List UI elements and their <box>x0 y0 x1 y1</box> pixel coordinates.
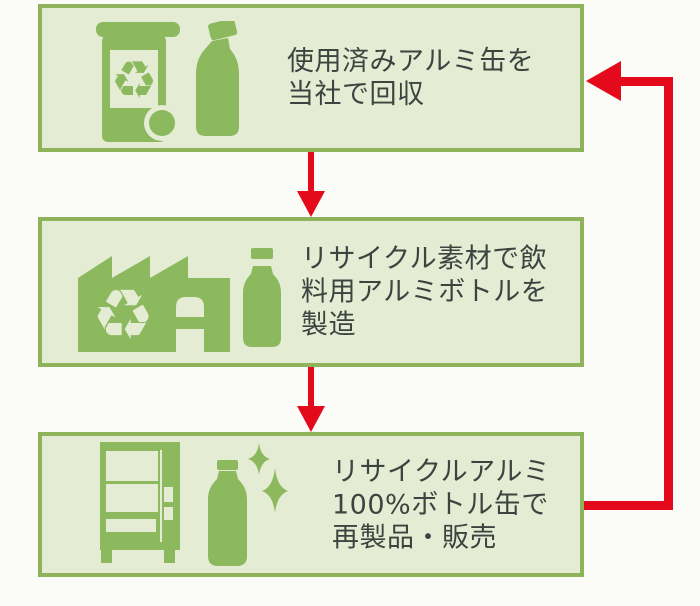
vending-machine-icon <box>100 442 180 563</box>
step-label-line: リサイクル素材で飲 <box>301 243 548 275</box>
aluminum-bottle-icon <box>243 248 281 347</box>
down-arrow-head <box>297 191 325 217</box>
recycle-symbol-glyph: ♻ <box>111 51 158 111</box>
factory-recycle-icon: ♻ <box>78 256 230 352</box>
step-label-line: 使用済みアルミ缶を <box>287 46 535 77</box>
step-box-resell: リサイクルアルミ 100%ボトル缶で 再製品・販売 <box>38 432 584 577</box>
loop-arrow-top-segment <box>618 77 673 86</box>
step-label-manufacture: リサイクル素材で飲 料用アルミボトルを 製造 <box>301 243 548 342</box>
step-label-line: 再製品・販売 <box>332 522 497 553</box>
sparkle-icon <box>248 443 270 475</box>
step-label-line: 製造 <box>301 309 356 341</box>
step-box-collect: ♻ 使用済みアルミ缶を 当社で回収 <box>38 4 584 152</box>
loop-arrow-head <box>586 61 621 101</box>
recycle-symbol-glyph: ♻ <box>92 274 155 352</box>
step-label-line: 当社で回収 <box>287 79 425 110</box>
down-arrow-shaft <box>308 367 314 408</box>
step-box-manufacture: ♻ リサイクル素材で飲 料用アルミボトルを 製造 <box>38 217 584 367</box>
aluminum-bottle-icon <box>196 21 239 136</box>
down-arrow-head <box>297 406 325 432</box>
step-label-collect: 使用済みアルミ缶を 当社で回収 <box>287 45 534 111</box>
loop-arrow-bottom-segment <box>584 501 673 510</box>
loop-arrow-vertical-segment <box>664 77 673 510</box>
sparkle-icon <box>262 468 288 513</box>
step-label-line: リサイクルアルミ <box>332 456 551 487</box>
sparkling-bottle-icon <box>208 443 288 566</box>
recycling-bin-icon: ♻ <box>96 22 180 142</box>
down-arrow-shaft <box>308 152 314 193</box>
step-label-resell: リサイクルアルミ 100%ボトル缶で 再製品・販売 <box>332 455 550 554</box>
step-label-line: 料用アルミボトルを <box>301 276 549 308</box>
step-label-line: 100%ボトル缶で <box>332 489 549 520</box>
